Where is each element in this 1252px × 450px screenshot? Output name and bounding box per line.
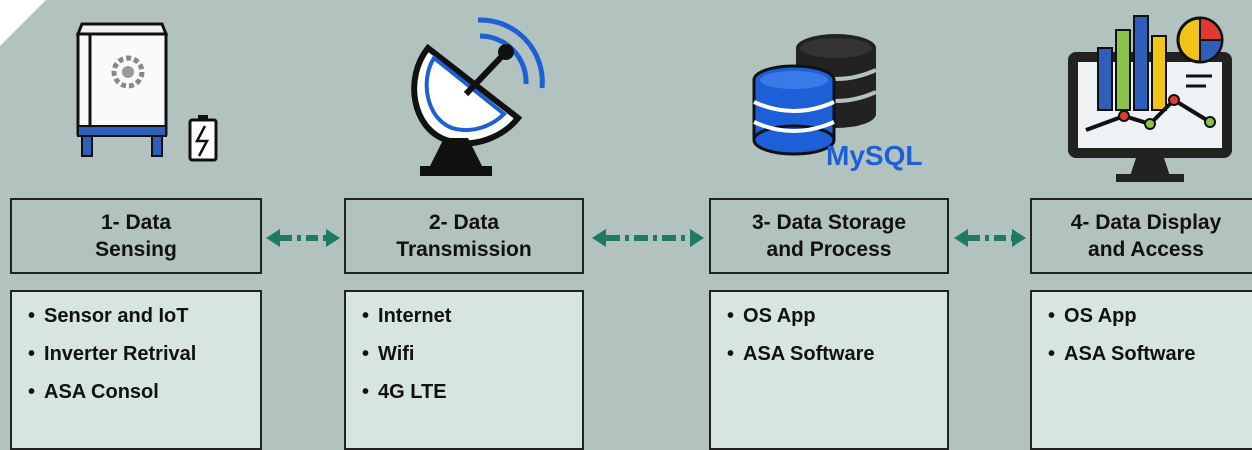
stage-1-title-line2: Sensing bbox=[95, 238, 177, 261]
database-icon bbox=[752, 34, 877, 156]
inverter-cabinet-icon bbox=[75, 22, 218, 162]
bidirectional-arrow-3-4 bbox=[954, 229, 1026, 247]
satellite-dish-icon bbox=[411, 17, 545, 176]
stage-1-list-box: Sensor and IoT Inverter Retrival ASA Con… bbox=[10, 290, 262, 450]
mysql-logo-text: MySQL bbox=[826, 140, 923, 171]
database-icon-group: MySQL bbox=[748, 28, 938, 178]
stage-2-list: Internet Wifi 4G LTE bbox=[362, 304, 582, 405]
dashboard-monitor-icon bbox=[1068, 15, 1232, 182]
stage-3-title-line2: and Process bbox=[766, 238, 892, 261]
stage-1-title-line1: 1- Data bbox=[100, 211, 172, 234]
stage-3-title-box: 3- Data Storage and Process bbox=[709, 198, 949, 274]
list-item: Inverter Retrival bbox=[28, 342, 260, 367]
stage-4-title-line2: and Access bbox=[1088, 238, 1204, 261]
stage-4-title-line1: 4- Data Display bbox=[1070, 211, 1222, 234]
stage-3-list-box: OS App ASA Software bbox=[709, 290, 949, 450]
stage-1-title-box: 1- Data Sensing bbox=[10, 198, 262, 274]
list-item: Internet bbox=[362, 304, 582, 329]
corner-decoration bbox=[0, 0, 46, 46]
stage-4-list: OS App ASA Software bbox=[1048, 304, 1252, 367]
list-item: ASA Software bbox=[1048, 342, 1252, 367]
stage-1-list: Sensor and IoT Inverter Retrival ASA Con… bbox=[28, 304, 260, 405]
stage-2-title-box: 2- Data Transmission bbox=[344, 198, 584, 274]
list-item: Wifi bbox=[362, 342, 582, 367]
stage-2-list-box: Internet Wifi 4G LTE bbox=[344, 290, 584, 450]
stage-4-title-box: 4- Data Display and Access bbox=[1030, 198, 1252, 274]
list-item: OS App bbox=[1048, 304, 1252, 329]
stage-3-title-line1: 3- Data Storage bbox=[751, 211, 907, 234]
bidirectional-arrow-1-2 bbox=[266, 229, 340, 247]
list-item: ASA Software bbox=[727, 342, 947, 367]
list-item: ASA Consol bbox=[28, 380, 260, 405]
stage-3-list: OS App ASA Software bbox=[727, 304, 947, 367]
stage-4-list-box: OS App ASA Software bbox=[1030, 290, 1252, 450]
battery-icon bbox=[188, 115, 218, 162]
stage-2-title-line1: 2- Data bbox=[428, 211, 500, 234]
list-item: OS App bbox=[727, 304, 947, 329]
stage-2-title-line2: Transmission bbox=[396, 238, 532, 261]
list-item: Sensor and IoT bbox=[28, 304, 260, 329]
list-item: 4G LTE bbox=[362, 380, 582, 405]
bidirectional-arrow-2-3 bbox=[592, 229, 704, 247]
